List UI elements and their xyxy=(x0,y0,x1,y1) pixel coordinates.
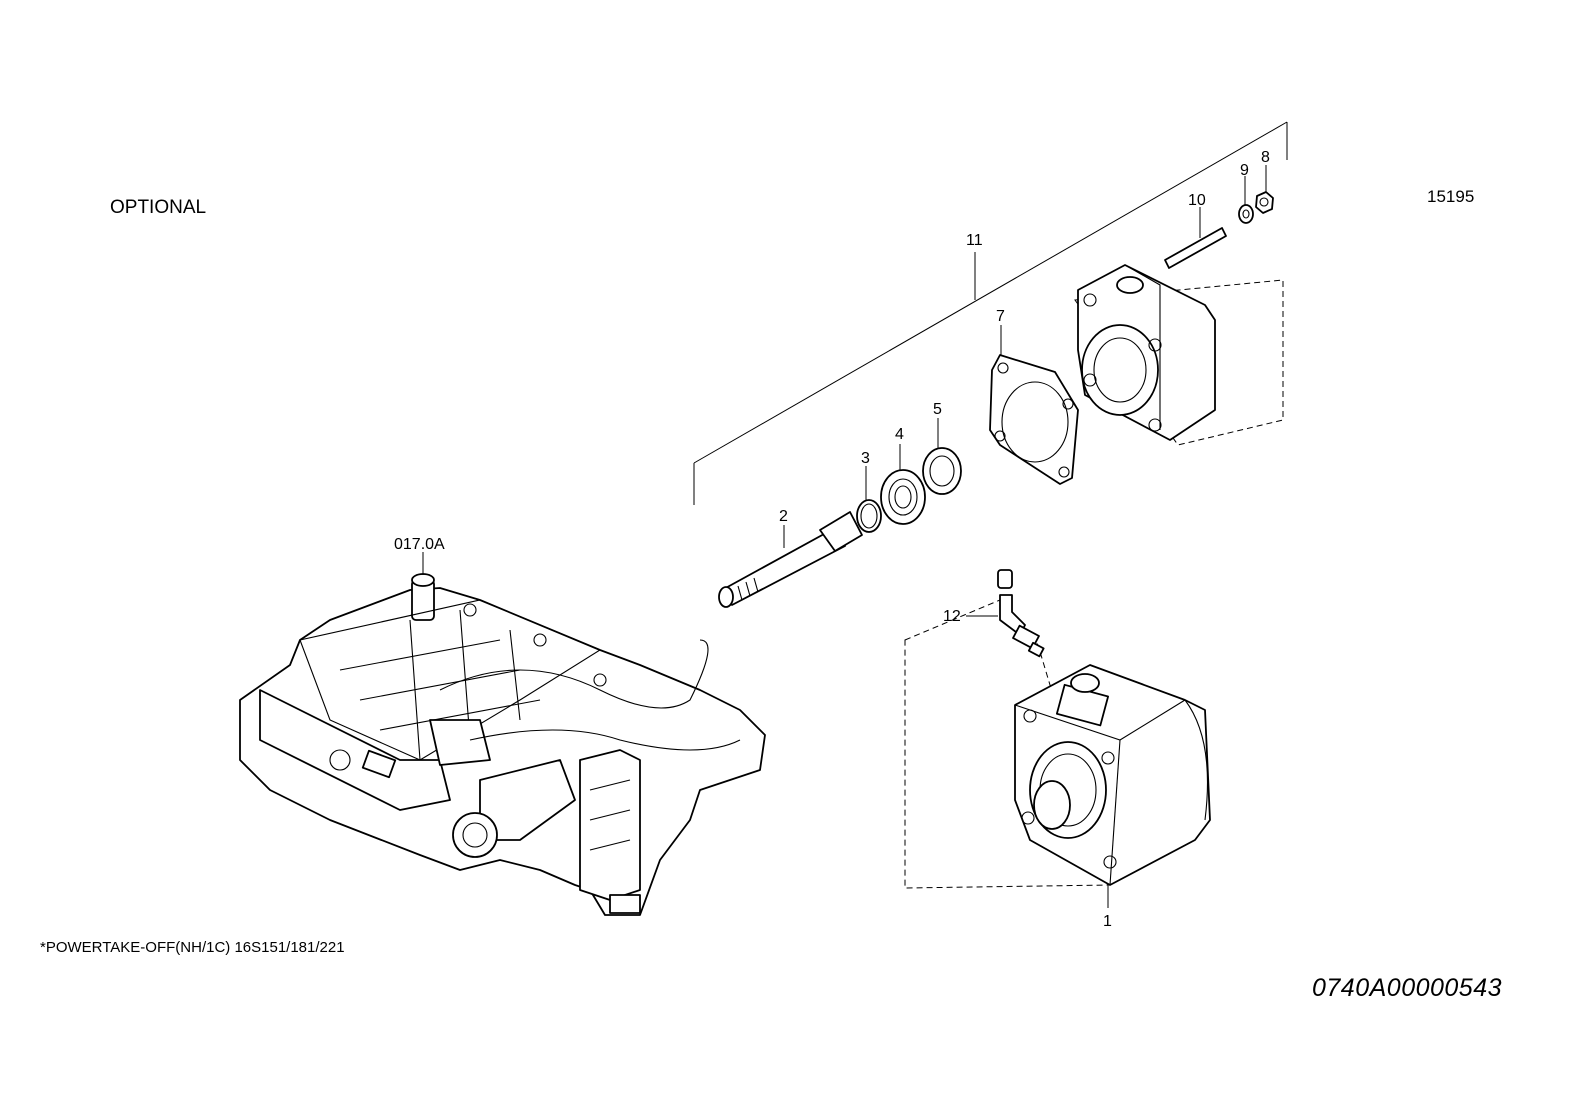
callout-3: 3 xyxy=(861,450,870,467)
elbow-fitting xyxy=(997,569,1045,658)
nut xyxy=(1255,191,1274,214)
group-bracket-11 xyxy=(693,121,1288,505)
callout-11: 11 xyxy=(966,232,983,249)
washer xyxy=(1238,204,1254,224)
leader-lines xyxy=(422,165,1267,908)
drawing-code: 0740A00000543 xyxy=(1312,974,1503,1002)
retaining-ring xyxy=(922,447,962,495)
callout-1: 1 xyxy=(1103,913,1112,930)
callout-4: 4 xyxy=(895,426,904,443)
pump-body xyxy=(1014,664,1211,886)
splined-shaft xyxy=(718,511,863,608)
bearing xyxy=(880,469,926,525)
reference-number: 15195 xyxy=(1427,187,1475,206)
footer-caption: *POWERTAKE-OFF(NH/1C) 16S151/181/221 xyxy=(40,939,345,956)
gasket xyxy=(989,354,1079,485)
pump-housing xyxy=(1077,264,1216,441)
pump-dashed-outline xyxy=(904,599,1111,889)
optional-label: OPTIONAL xyxy=(110,197,207,218)
callout-10: 10 xyxy=(1188,192,1206,209)
stud xyxy=(1164,227,1227,269)
callout-9: 9 xyxy=(1240,162,1249,179)
callout-2: 2 xyxy=(779,508,788,525)
callout-8: 8 xyxy=(1261,149,1270,166)
callout-assembly: 017.0A xyxy=(394,536,445,553)
callout-7: 7 xyxy=(996,308,1005,325)
transmission-assembly xyxy=(239,573,766,916)
callout-5: 5 xyxy=(933,401,942,418)
callout-12: 12 xyxy=(943,608,961,625)
